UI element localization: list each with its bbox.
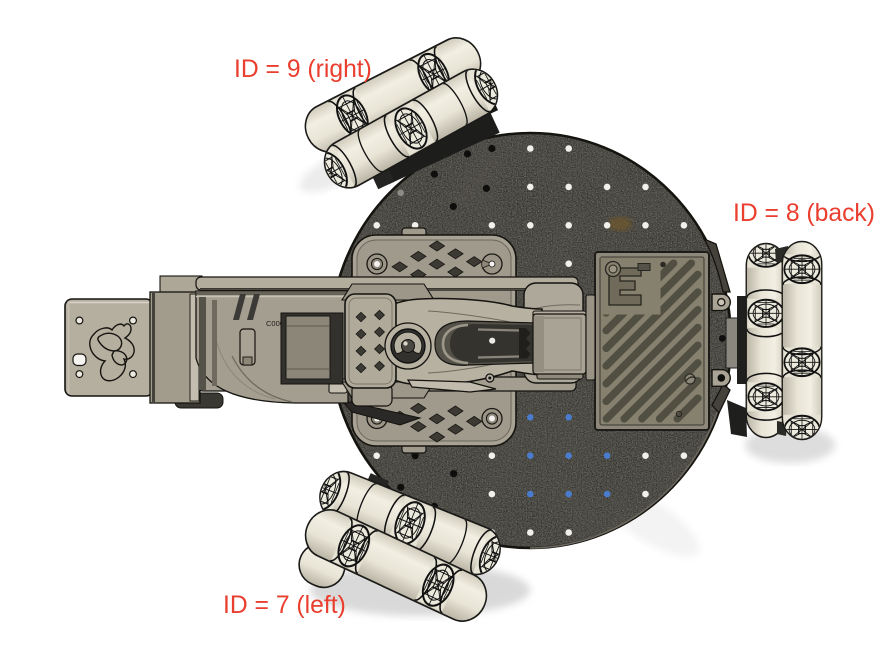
- svg-text:ID = 7 (left): ID = 7 (left): [223, 592, 346, 619]
- svg-text:ID = 8 (back): ID = 8 (back): [733, 200, 875, 227]
- svg-text:ID = 9 (right): ID = 9 (right): [234, 56, 372, 83]
- svg-text:C000: C000: [266, 319, 284, 328]
